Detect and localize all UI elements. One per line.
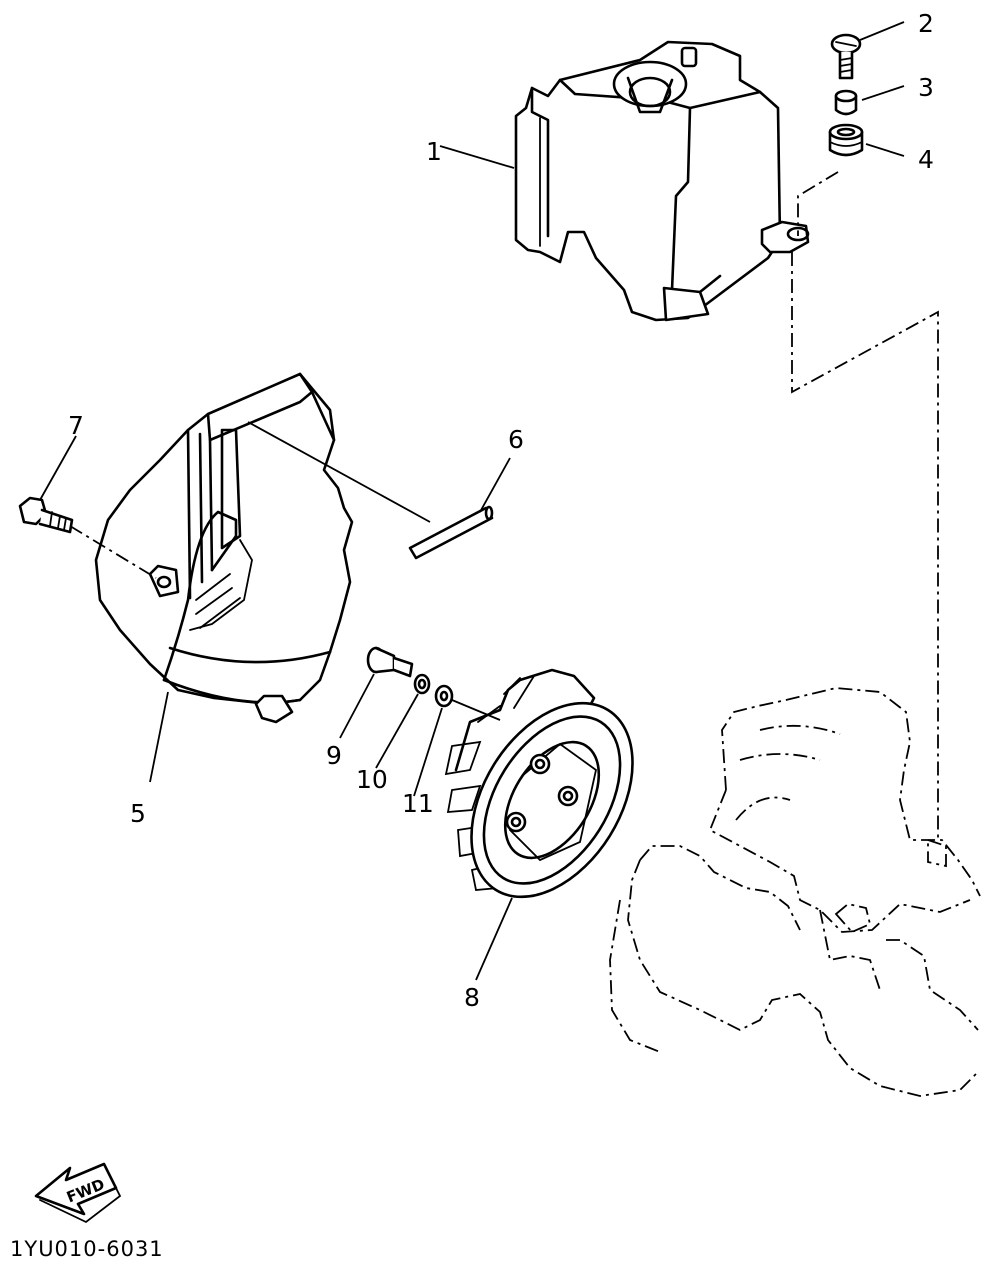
callout-6: 6: [508, 425, 524, 454]
part-10-lock-washer: [413, 673, 431, 695]
leader-9: [339, 673, 375, 739]
callout-11: 11: [402, 789, 434, 818]
callout-7: 7: [68, 411, 84, 440]
leader-4: [865, 143, 905, 157]
leader-bolt-to-shroud: [69, 525, 157, 579]
callout-1: 1: [426, 137, 442, 166]
callout-4: 4: [918, 145, 934, 174]
leader-6: [479, 457, 511, 513]
callout-9: 9: [326, 741, 342, 770]
leader-2: [859, 21, 905, 41]
part-3-collar: [834, 89, 858, 116]
part-4-grommet: [828, 123, 864, 157]
callout-2: 2: [918, 9, 934, 38]
leader-washer-to-fan: [451, 699, 501, 721]
callout-numbers: 1 2 3 4 5 6 7 8 9 10 11: [68, 9, 934, 1012]
part-7-bolt: [18, 496, 74, 534]
leader-lines: [39, 21, 905, 981]
leader-10: [375, 693, 419, 769]
forward-direction-arrow: FWD: [34, 1162, 122, 1224]
part-2-screw: [830, 33, 862, 80]
part-8-fan: [444, 668, 634, 899]
callout-8: 8: [464, 983, 480, 1012]
leader-pin-to-shroud: [247, 421, 431, 523]
engine-phantom-outline: [609, 687, 981, 1097]
part-5-air-shroud: [94, 372, 354, 724]
diagram-code: 1YU010-6031: [10, 1237, 164, 1261]
leader-7: [39, 435, 77, 501]
part-9-screw: [366, 646, 414, 678]
part-1-fan-cover: [514, 40, 810, 322]
part-6-pin: [408, 505, 494, 560]
leader-5: [149, 691, 169, 783]
callout-10: 10: [356, 765, 388, 794]
part-11-plain-washer: [434, 684, 454, 708]
leader-8: [475, 897, 513, 981]
part-1-mounting-line: [791, 171, 939, 840]
leader-11: [413, 707, 443, 797]
leader-1: [439, 145, 515, 169]
callout-3: 3: [918, 73, 934, 102]
callout-5: 5: [130, 799, 146, 828]
leader-3: [861, 85, 905, 101]
